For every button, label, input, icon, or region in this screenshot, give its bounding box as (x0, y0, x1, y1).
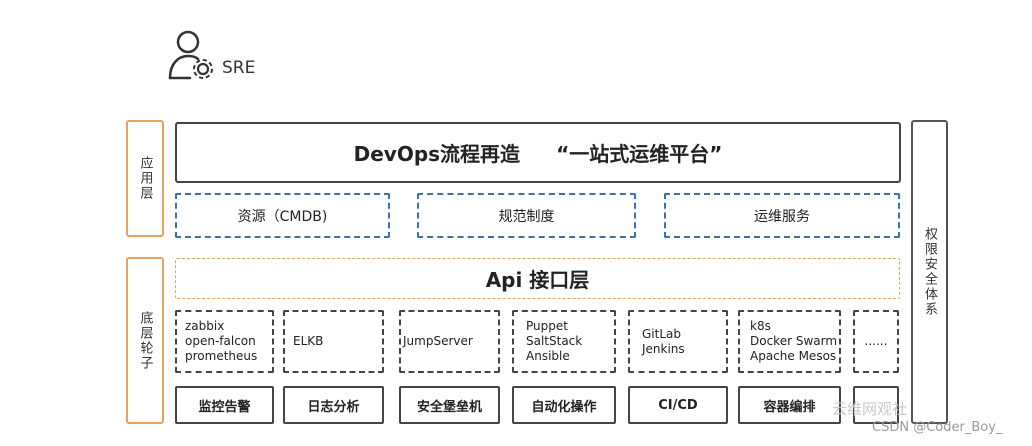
tool-box-cicd: GitLab Jenkins (628, 310, 728, 373)
category-cicd: CI/CD (628, 386, 728, 424)
tool-box-more: ...... (853, 310, 899, 373)
tool-name: zabbix (185, 319, 225, 333)
category-containers: 容器编排 (738, 386, 841, 424)
tool-name: Puppet (526, 319, 568, 333)
tool-name: open-falcon (185, 334, 256, 348)
tool-box-bastion: JumpServer (399, 310, 500, 373)
platform-title-left: DevOps流程再造 (353, 142, 521, 166)
tool-name: Jenkins (642, 341, 685, 356)
category-bastion: 安全堡垒机 (399, 386, 500, 424)
tool-name: GitLab (642, 326, 681, 341)
tool-name: Docker Swarm (750, 334, 838, 348)
tool-name: ELKB (293, 334, 324, 348)
app-layer-label: 应用层 (126, 120, 164, 237)
tool-box-monitoring: zabbix open-falcon prometheus (175, 310, 274, 373)
user-gear-icon (168, 30, 213, 80)
platform-title-box: DevOps流程再造 “一站式运维平台” (175, 122, 901, 183)
tool-name: SaltStack (526, 334, 583, 348)
platform-title-right: “一站式运维平台” (556, 142, 723, 166)
category-automation: 自动化操作 (512, 386, 616, 424)
tool-name: prometheus (185, 349, 258, 363)
tool-box-logging: ELKB (283, 310, 384, 373)
tool-name: Ansible (526, 349, 570, 363)
base-layer-label: 底层轮子 (126, 257, 164, 424)
module-cmdb: 资源（CMDB) (175, 193, 390, 238)
category-monitoring: 监控告警 (175, 386, 274, 424)
tool-box-automation: Puppet SaltStack Ansible (512, 310, 616, 373)
security-system-label: 权限安全体系 (911, 120, 948, 424)
tool-name: JumpServer (403, 334, 473, 348)
category-more (853, 386, 899, 424)
tool-box-containers: k8s Docker Swarm Apache Mesos (738, 310, 841, 373)
api-layer-box: Api 接口层 (175, 258, 900, 299)
watermark-brand: 云维网观社 (832, 400, 908, 418)
tool-name: Apache Mesos (750, 349, 837, 363)
role-label: SRE (222, 58, 256, 78)
tool-name: k8s (750, 319, 771, 333)
module-ops-service: 运维服务 (664, 193, 900, 238)
tool-name: ...... (864, 334, 888, 348)
category-logging: 日志分析 (283, 386, 384, 424)
watermark-credit: CSDN @Coder_Boy_ (872, 420, 1003, 435)
module-standards: 规范制度 (417, 193, 636, 238)
